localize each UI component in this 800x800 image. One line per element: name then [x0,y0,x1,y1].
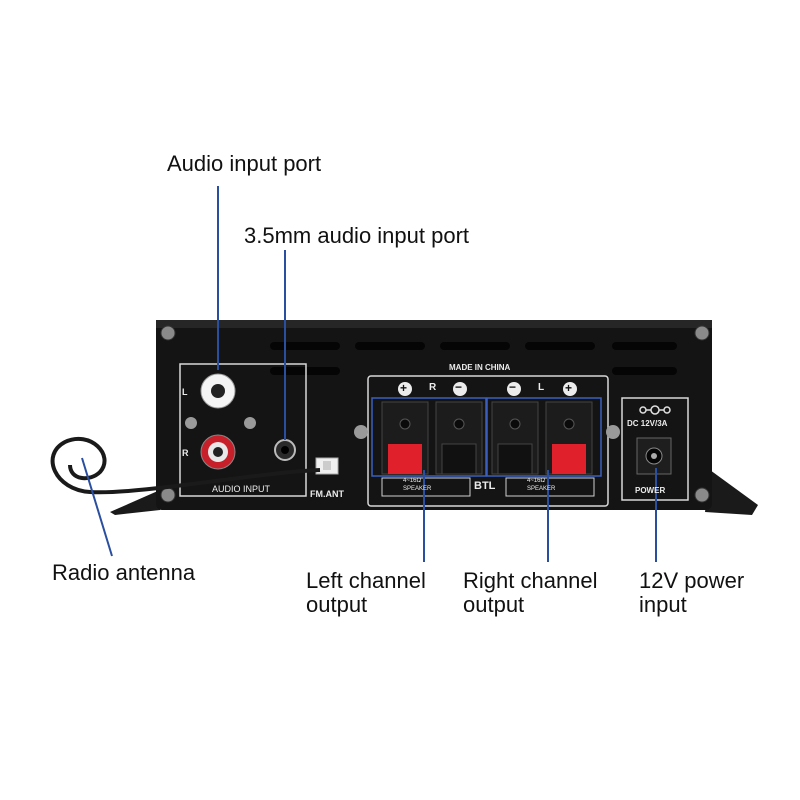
btl-label: BTL [474,480,496,492]
vent-slots [270,342,677,375]
speaker-right-label: SPEAKER [527,486,556,492]
callout-audio-input-port: Audio input port [167,151,322,176]
callout-power-input-line2: input [639,592,687,617]
r-channel-label: R [429,382,437,393]
callout-left-channel-line2: output [306,592,368,617]
made-in-china-label: MADE IN CHINA [449,363,511,372]
speaker-section-frame [367,375,609,507]
callout-right-channel: Right channel output [463,569,598,617]
callout-radio-antenna: Radio antenna [52,560,196,585]
power-label: POWER [635,486,666,495]
speaker-terminals-right-group [371,397,487,477]
speaker-left-label: SPEAKER [403,486,432,492]
audio-input-frame [179,363,307,497]
plus-left-label: + [565,381,573,395]
callout-right-channel-line2: output [463,592,525,617]
fm-ant-label: FM.ANT [310,489,344,499]
leader-lines [81,186,657,562]
speaker-terminals [381,401,593,475]
l-channel-label: L [538,382,545,393]
right-flange [705,470,758,515]
dc-polarity-symbol [639,405,671,415]
channel-right-label: R [182,448,189,458]
speaker-left-ohm: 4~16Ω [403,478,421,484]
callout-right-channel-line1: Right channel [463,568,598,593]
minus-right-label: − [455,380,463,394]
left-flange [110,490,160,515]
plus-right-label: + [400,381,408,395]
callout-3-5mm-input-port: 3.5mm audio input port [244,223,470,248]
callout-left-channel: Left channel output [306,569,426,617]
speaker-right-ohm: 4~16Ω [527,478,545,484]
callout-power-input: 12V power input [639,569,744,617]
callout-left-channel-line1: Left channel [306,568,426,593]
audio-input-label: AUDIO INPUT [212,484,271,494]
minus-left-label: − [509,380,517,394]
callout-power-input-line1: 12V power [639,568,745,593]
speaker-terminals-left-group [486,397,602,477]
dc-rating-label: DC 12V/3A [627,419,668,428]
channel-left-label: L [182,387,188,397]
polarity-markers [398,382,577,396]
antenna-wire [50,436,321,495]
